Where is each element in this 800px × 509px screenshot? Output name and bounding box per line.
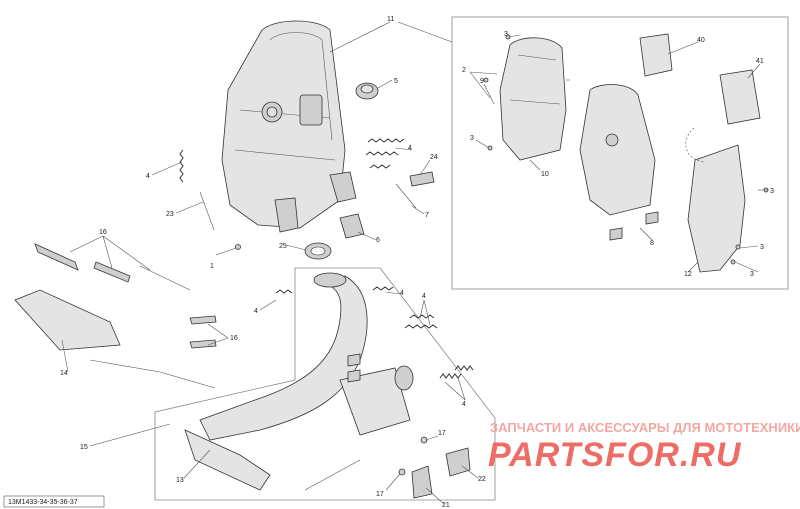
mounting-hardware [304,353,471,499]
seal-ring [304,242,332,260]
callout-16b: 16 [230,335,238,342]
callout-22: 22 [478,476,486,483]
callout-3e: 3 [750,271,754,278]
callout-4f: 4 [462,401,466,408]
callout-1: 1 [210,263,214,270]
inset-muffler-middle [579,84,656,216]
diagram-code-box [3,495,105,508]
callout-12: 12 [684,271,692,278]
muffler-brackets [274,171,357,233]
callout-3c: 3 [770,188,774,195]
callout-labels: 11 5 4 23 1 4 24 7 6 25 16 16 14 15 13 4… [60,16,774,509]
callout-6: 6 [376,237,380,244]
callout-4c: 4 [400,290,404,297]
inset-muffler-10 [499,37,567,161]
callout-8: 8 [650,240,654,247]
callout-17a: 17 [438,430,446,437]
heat-shields-left [14,243,217,389]
callout-17b: 17 [376,491,384,498]
catalytic-converter [339,365,414,436]
callout-5: 5 [394,78,398,85]
inset-gaskets [566,33,761,163]
callout-3d: 3 [760,244,764,251]
callout-3a: 3 [504,31,508,38]
muffler-main [221,20,346,229]
callout-24: 24 [430,154,438,161]
callout-4e: 4 [422,293,426,300]
detail-inset-frame [451,16,789,290]
inset-fasteners [483,34,769,265]
rods-and-clips [199,171,435,250]
callout-13: 13 [176,477,184,484]
callout-4a: 4 [146,173,150,180]
callout-9: 9 [480,78,484,85]
callout-40: 40 [697,37,705,44]
callout-11: 11 [387,16,394,23]
callout-4d: 4 [254,308,258,315]
leader-lines [61,21,768,505]
watermark-logo: PARTSFOR.RU [488,436,742,474]
callout-25: 25 [279,243,287,250]
callout-15: 15 [80,444,88,451]
diagram-code: 13M1433-34-35-36-37 [8,499,78,506]
callout-21: 21 [442,502,450,509]
callout-41: 41 [756,58,764,65]
inset-heat-shield-12 [687,144,746,273]
callout-16a: 16 [99,229,107,236]
watermark-tagline: ЗАПЧАСТИ И АКСЕССУАРЫ ДЛЯ МОТОТЕХНИКИ [490,420,800,435]
callout-4b: 4 [408,145,412,152]
exhaust-pipe [184,272,368,491]
callout-10: 10 [541,171,549,178]
springs-lower [275,286,474,379]
callout-3b: 3 [470,135,474,142]
callout-2: 2 [462,67,466,74]
exhaust-assembly-frame [154,267,496,501]
muffler-cap [355,82,379,100]
grommet [339,213,365,239]
springs-upper [179,138,405,183]
callout-14: 14 [60,370,68,377]
callout-23: 23 [166,211,174,218]
callout-7: 7 [425,212,429,219]
